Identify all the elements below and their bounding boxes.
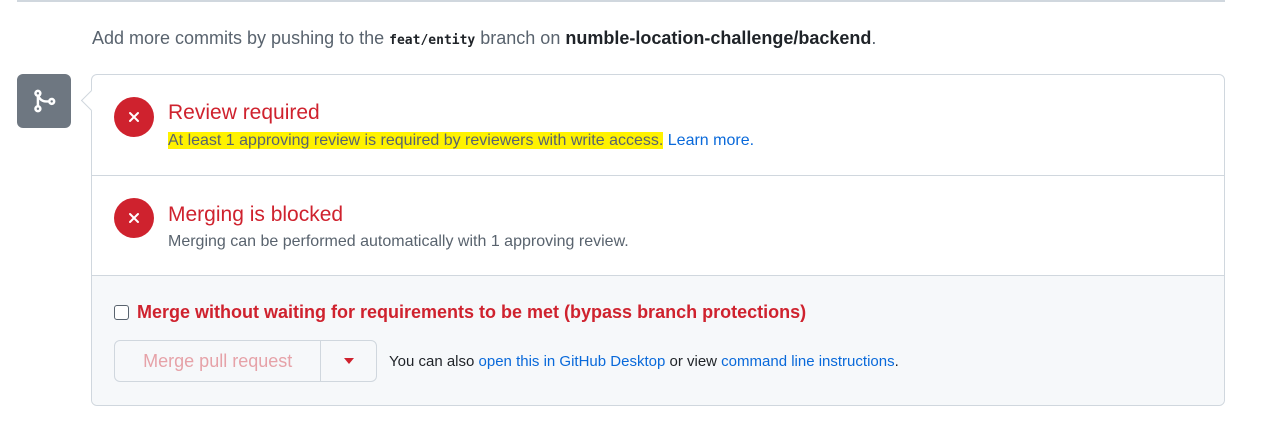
bypass-checkbox[interactable] xyxy=(114,305,129,320)
merge-status-box: Review required At least 1 approving rev… xyxy=(80,74,1225,406)
command-line-instructions-link[interactable]: command line instructions xyxy=(721,353,895,370)
top-divider xyxy=(17,0,1225,2)
push-note-middle: branch on xyxy=(480,28,561,48)
triangle-down-icon xyxy=(343,358,354,364)
merge-method-dropdown-button[interactable] xyxy=(321,341,376,381)
alt-prefix: You can also xyxy=(389,353,475,370)
branch-name: feat/entity xyxy=(389,33,476,48)
merge-button-group: Merge pull request xyxy=(114,340,377,382)
review-required-section: Review required At least 1 approving rev… xyxy=(92,75,1224,176)
alt-suffix: . xyxy=(894,353,899,370)
repository-name: numble-location-challenge/backend xyxy=(565,28,872,48)
x-circle-icon xyxy=(114,97,154,137)
merging-blocked-description: Merging can be performed automatically w… xyxy=(168,233,629,250)
learn-more-link[interactable]: Learn more. xyxy=(667,132,755,149)
alt-middle: or view xyxy=(669,353,717,370)
push-instructions: Add more commits by pushing to the feat/… xyxy=(92,28,876,49)
highlighted-requirement-text: At least 1 approving review is required … xyxy=(168,132,664,149)
x-circle-icon xyxy=(114,198,154,238)
review-required-description: At least 1 approving review is required … xyxy=(168,132,754,150)
push-note-suffix: . xyxy=(871,28,877,48)
bypass-label[interactable]: Merge without waiting for requirements t… xyxy=(137,302,807,322)
merge-pull-request-button[interactable]: Merge pull request xyxy=(115,341,322,381)
open-in-github-desktop-link[interactable]: open this in GitHub Desktop xyxy=(478,353,666,370)
merging-blocked-section: Merging is blocked Merging can be perfor… xyxy=(92,176,1224,276)
alternative-merge-options: You can also open this in GitHub Desktop… xyxy=(389,353,899,370)
bypass-option: Merge without waiting for requirements t… xyxy=(114,302,806,323)
push-note-prefix: Add more commits by pushing to the xyxy=(92,28,385,48)
merging-blocked-title: Merging is blocked xyxy=(168,203,344,226)
review-required-title: Review required xyxy=(168,101,320,124)
merge-actions-section: Merge without waiting for requirements t… xyxy=(92,276,1224,405)
git-merge-icon xyxy=(17,74,71,128)
